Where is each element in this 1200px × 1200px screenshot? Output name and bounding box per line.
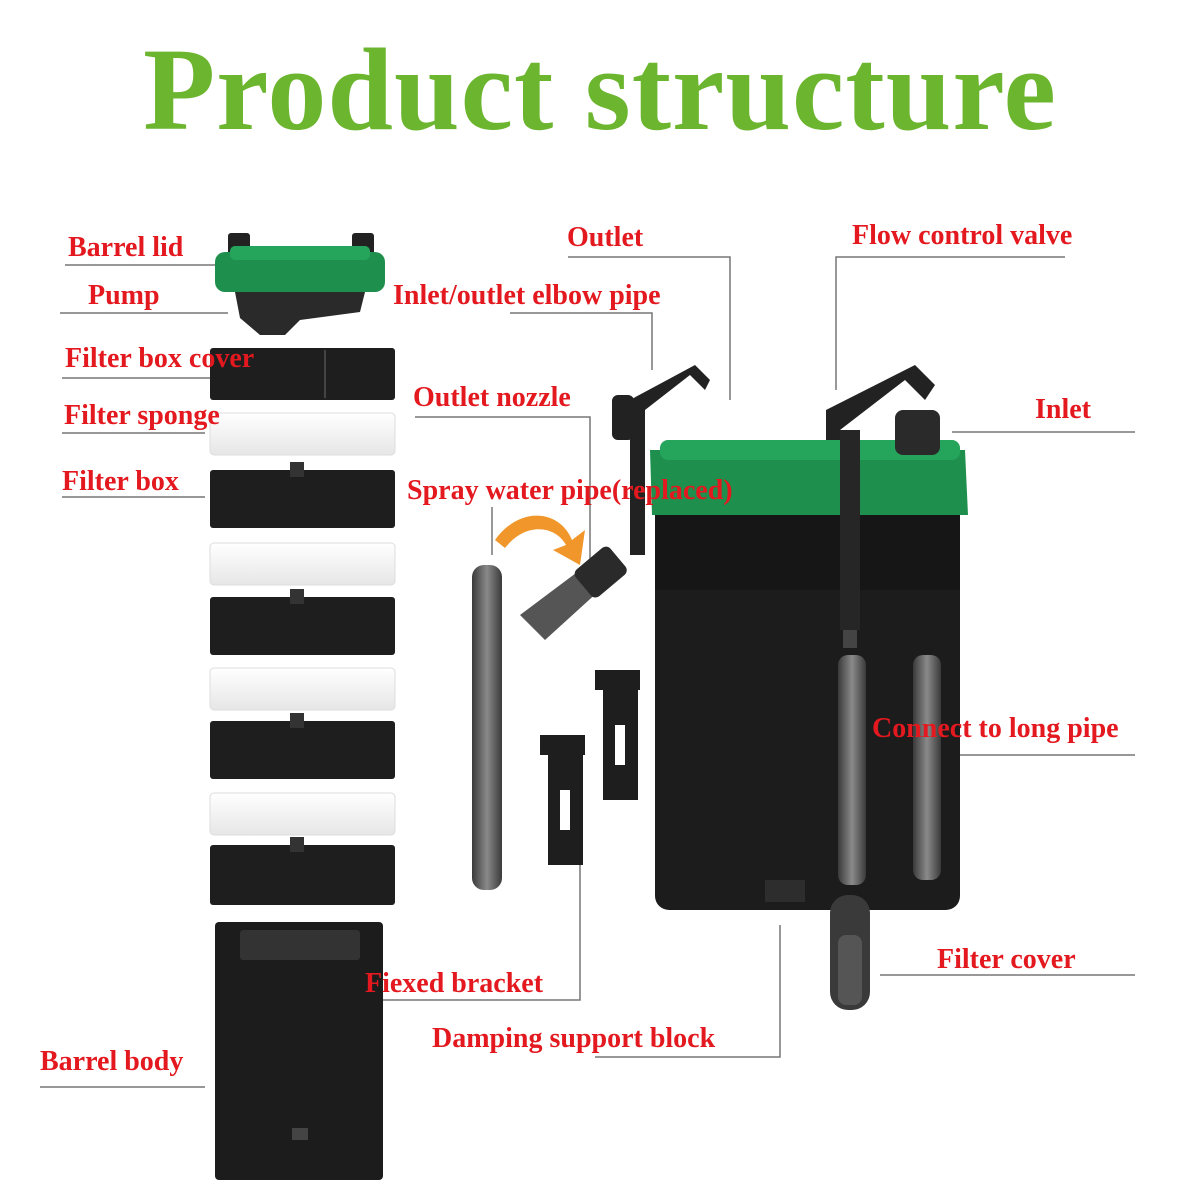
label-outlet: Outlet [567,222,644,253]
label-flow-valve: Flow control valve [852,220,1073,251]
label-filter-sponge: Filter sponge [64,400,220,431]
label-filter-cover: Filter cover [937,944,1076,975]
filter-box-1 [210,462,395,528]
label-barrel-lid: Barrel lid [68,232,184,263]
filter-box-2 [210,589,395,655]
outlet-nozzle-part [520,546,627,640]
assembled-filter [612,365,968,1010]
label-long-pipe: Connect to long pipe [872,713,1119,744]
label-spray-pipe: Spray water pipe(replaced) [407,475,733,506]
barrel-body-part [215,922,383,1180]
sponge-4 [209,792,396,836]
sponge-2 [209,542,396,586]
label-pump: Pump [88,280,160,311]
filter-box-3 [210,713,395,779]
filter-box-cover-part [210,348,395,400]
leader-lines [40,256,1135,1088]
sponge-1 [209,412,396,456]
pump-part [235,292,365,335]
fixed-bracket-2 [595,670,640,800]
label-outlet-nozzle: Outlet nozzle [413,382,571,413]
sponge-3 [209,667,396,711]
barrel-lid-part [215,233,385,292]
fixed-bracket-1 [540,735,585,865]
label-barrel-body: Barrel body [40,1046,184,1077]
label-inlet: Inlet [1035,394,1091,425]
label-elbow-pipe: Inlet/outlet elbow pipe [393,280,661,311]
spray-water-pipe [472,565,502,890]
label-filter-box-cover: Filter box cover [65,343,255,374]
replace-arrow-icon [495,515,585,565]
label-bracket: Fiexed bracket [365,968,544,999]
page-title: Product structure [143,24,1057,155]
filter-box-4 [210,837,395,905]
label-filter-box: Filter box [62,466,179,497]
label-damping: Damping support block [432,1023,716,1054]
